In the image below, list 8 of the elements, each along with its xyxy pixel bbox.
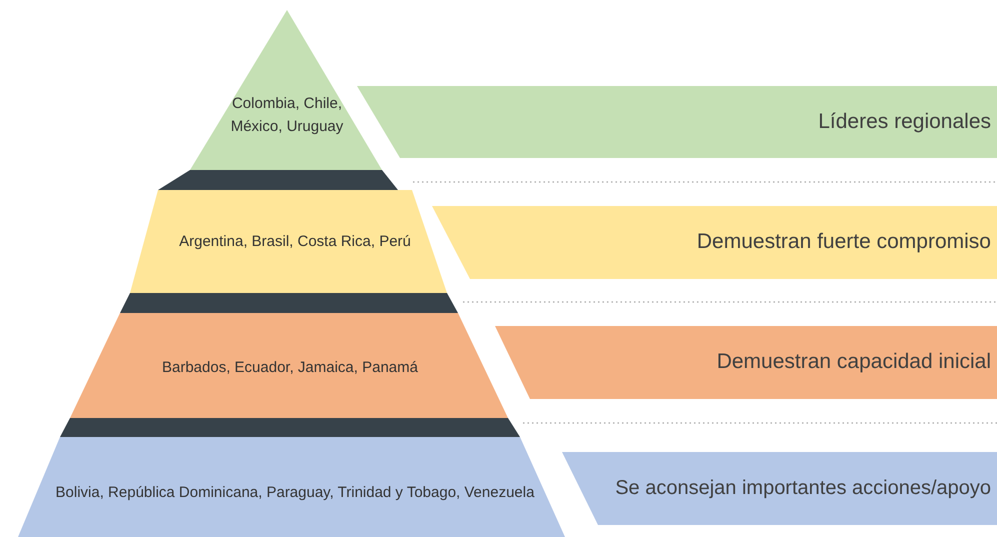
band-label: Demuestran capacidad inicial [716,349,992,376]
tier-label: Bolivia, República Dominicana, Paraguay, Trinidad y Tobago, Venezuela [56,482,534,503]
tier-label: Colombia, Chile, México, Uruguay [230,94,344,137]
band-label: Se aconsejan importantes acciones/apoyo [615,476,992,501]
band-label: Líderes regionales [818,108,992,135]
tier-label: Argentina, Brasil, Costa Rica, Perú [179,232,411,252]
tier-label: Barbados, Ecuador, Jamaica, Panamá [162,358,418,378]
band-label: Demuestran fuerte compromiso [696,229,992,256]
